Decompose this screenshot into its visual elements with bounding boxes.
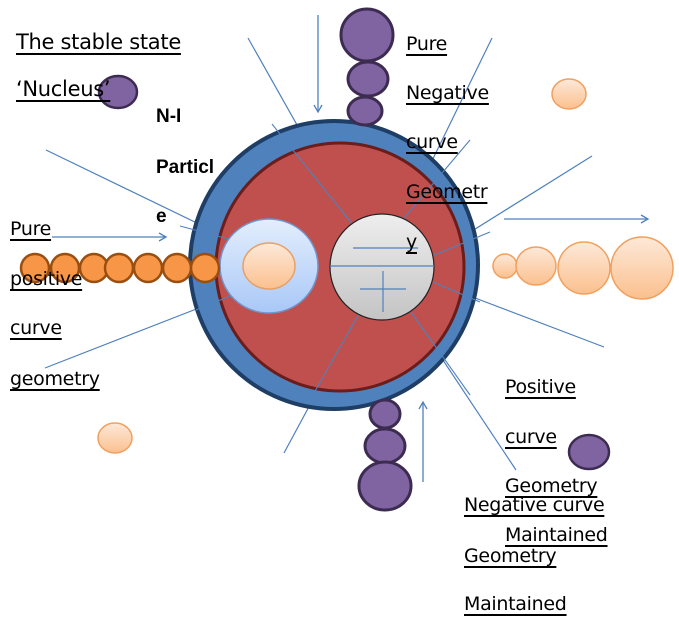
purple-chain-bottom <box>357 398 413 512</box>
purple-particle <box>368 398 402 430</box>
label-pure-positive-4: geometry <box>10 368 100 390</box>
label-pure-positive-3: curve <box>10 317 62 339</box>
purple-chain-top <box>339 7 395 127</box>
label-positive-maintained-4: Maintained <box>505 524 608 546</box>
peach-particle-bottom-left <box>97 422 133 454</box>
peach-particle-top-right <box>551 78 587 110</box>
purple-particle <box>346 95 384 127</box>
orange-particle <box>189 252 221 284</box>
label-negative-maintained-3: Maintained <box>464 593 567 615</box>
label-pure-positive-2: positive <box>10 268 83 290</box>
label-positive-maintained-2: curve <box>505 426 557 448</box>
purple-particle-nucleus-label <box>97 74 139 110</box>
label-stable-state: The stable state <box>16 30 181 54</box>
ray-line <box>410 311 471 396</box>
label-pure-negative-1: Pure <box>406 33 448 55</box>
orange-chain-left <box>19 252 221 284</box>
label-ni-particle-2: Particl <box>156 157 215 178</box>
orange-particle <box>161 252 193 284</box>
purple-particle <box>363 427 407 465</box>
purple-particle <box>339 7 395 63</box>
ray-lines <box>44 37 605 471</box>
label-ni-particle-1: N-I <box>156 106 182 127</box>
label-negative-maintained-1: Negative curve <box>464 494 605 516</box>
ray-lines-over <box>179 123 491 401</box>
label-ni-particle-3: e <box>156 206 167 227</box>
label-pure-negative-4: Geometr <box>406 181 488 203</box>
label-pure-negative-5: y <box>406 231 417 253</box>
label-nucleus: ‘Nucleus’ <box>16 77 111 101</box>
label-positive-maintained-3: Geometry <box>505 475 598 497</box>
purple-particle <box>346 60 390 98</box>
label-pure-negative-2: Negative <box>406 82 489 104</box>
peach-particle <box>610 236 674 300</box>
purple-particle-right <box>567 433 611 471</box>
orange-particle <box>19 252 51 284</box>
orange-particle <box>132 252 164 284</box>
ray-line <box>432 281 481 303</box>
label-pure-negative-3: curve <box>406 131 458 153</box>
label-pure-positive-1: Pure <box>10 218 52 240</box>
grey-nucleus-marks <box>330 247 434 312</box>
ray-line <box>309 311 361 401</box>
purple-particle <box>357 460 413 512</box>
ray-line <box>403 139 471 219</box>
label-positive-maintained-1: Positive <box>505 376 576 398</box>
peach-particle <box>492 253 518 279</box>
ray-line <box>179 225 233 241</box>
peach-chain-right <box>492 236 674 300</box>
orange-particle <box>103 252 135 284</box>
label-negative-maintained-2: Geometry <box>464 545 557 567</box>
peach-core <box>242 242 296 290</box>
ray-line <box>271 123 355 227</box>
ray-line <box>431 231 491 257</box>
peach-particle <box>557 241 611 295</box>
peach-particle <box>515 246 557 286</box>
grey-nucleus <box>329 213 435 321</box>
